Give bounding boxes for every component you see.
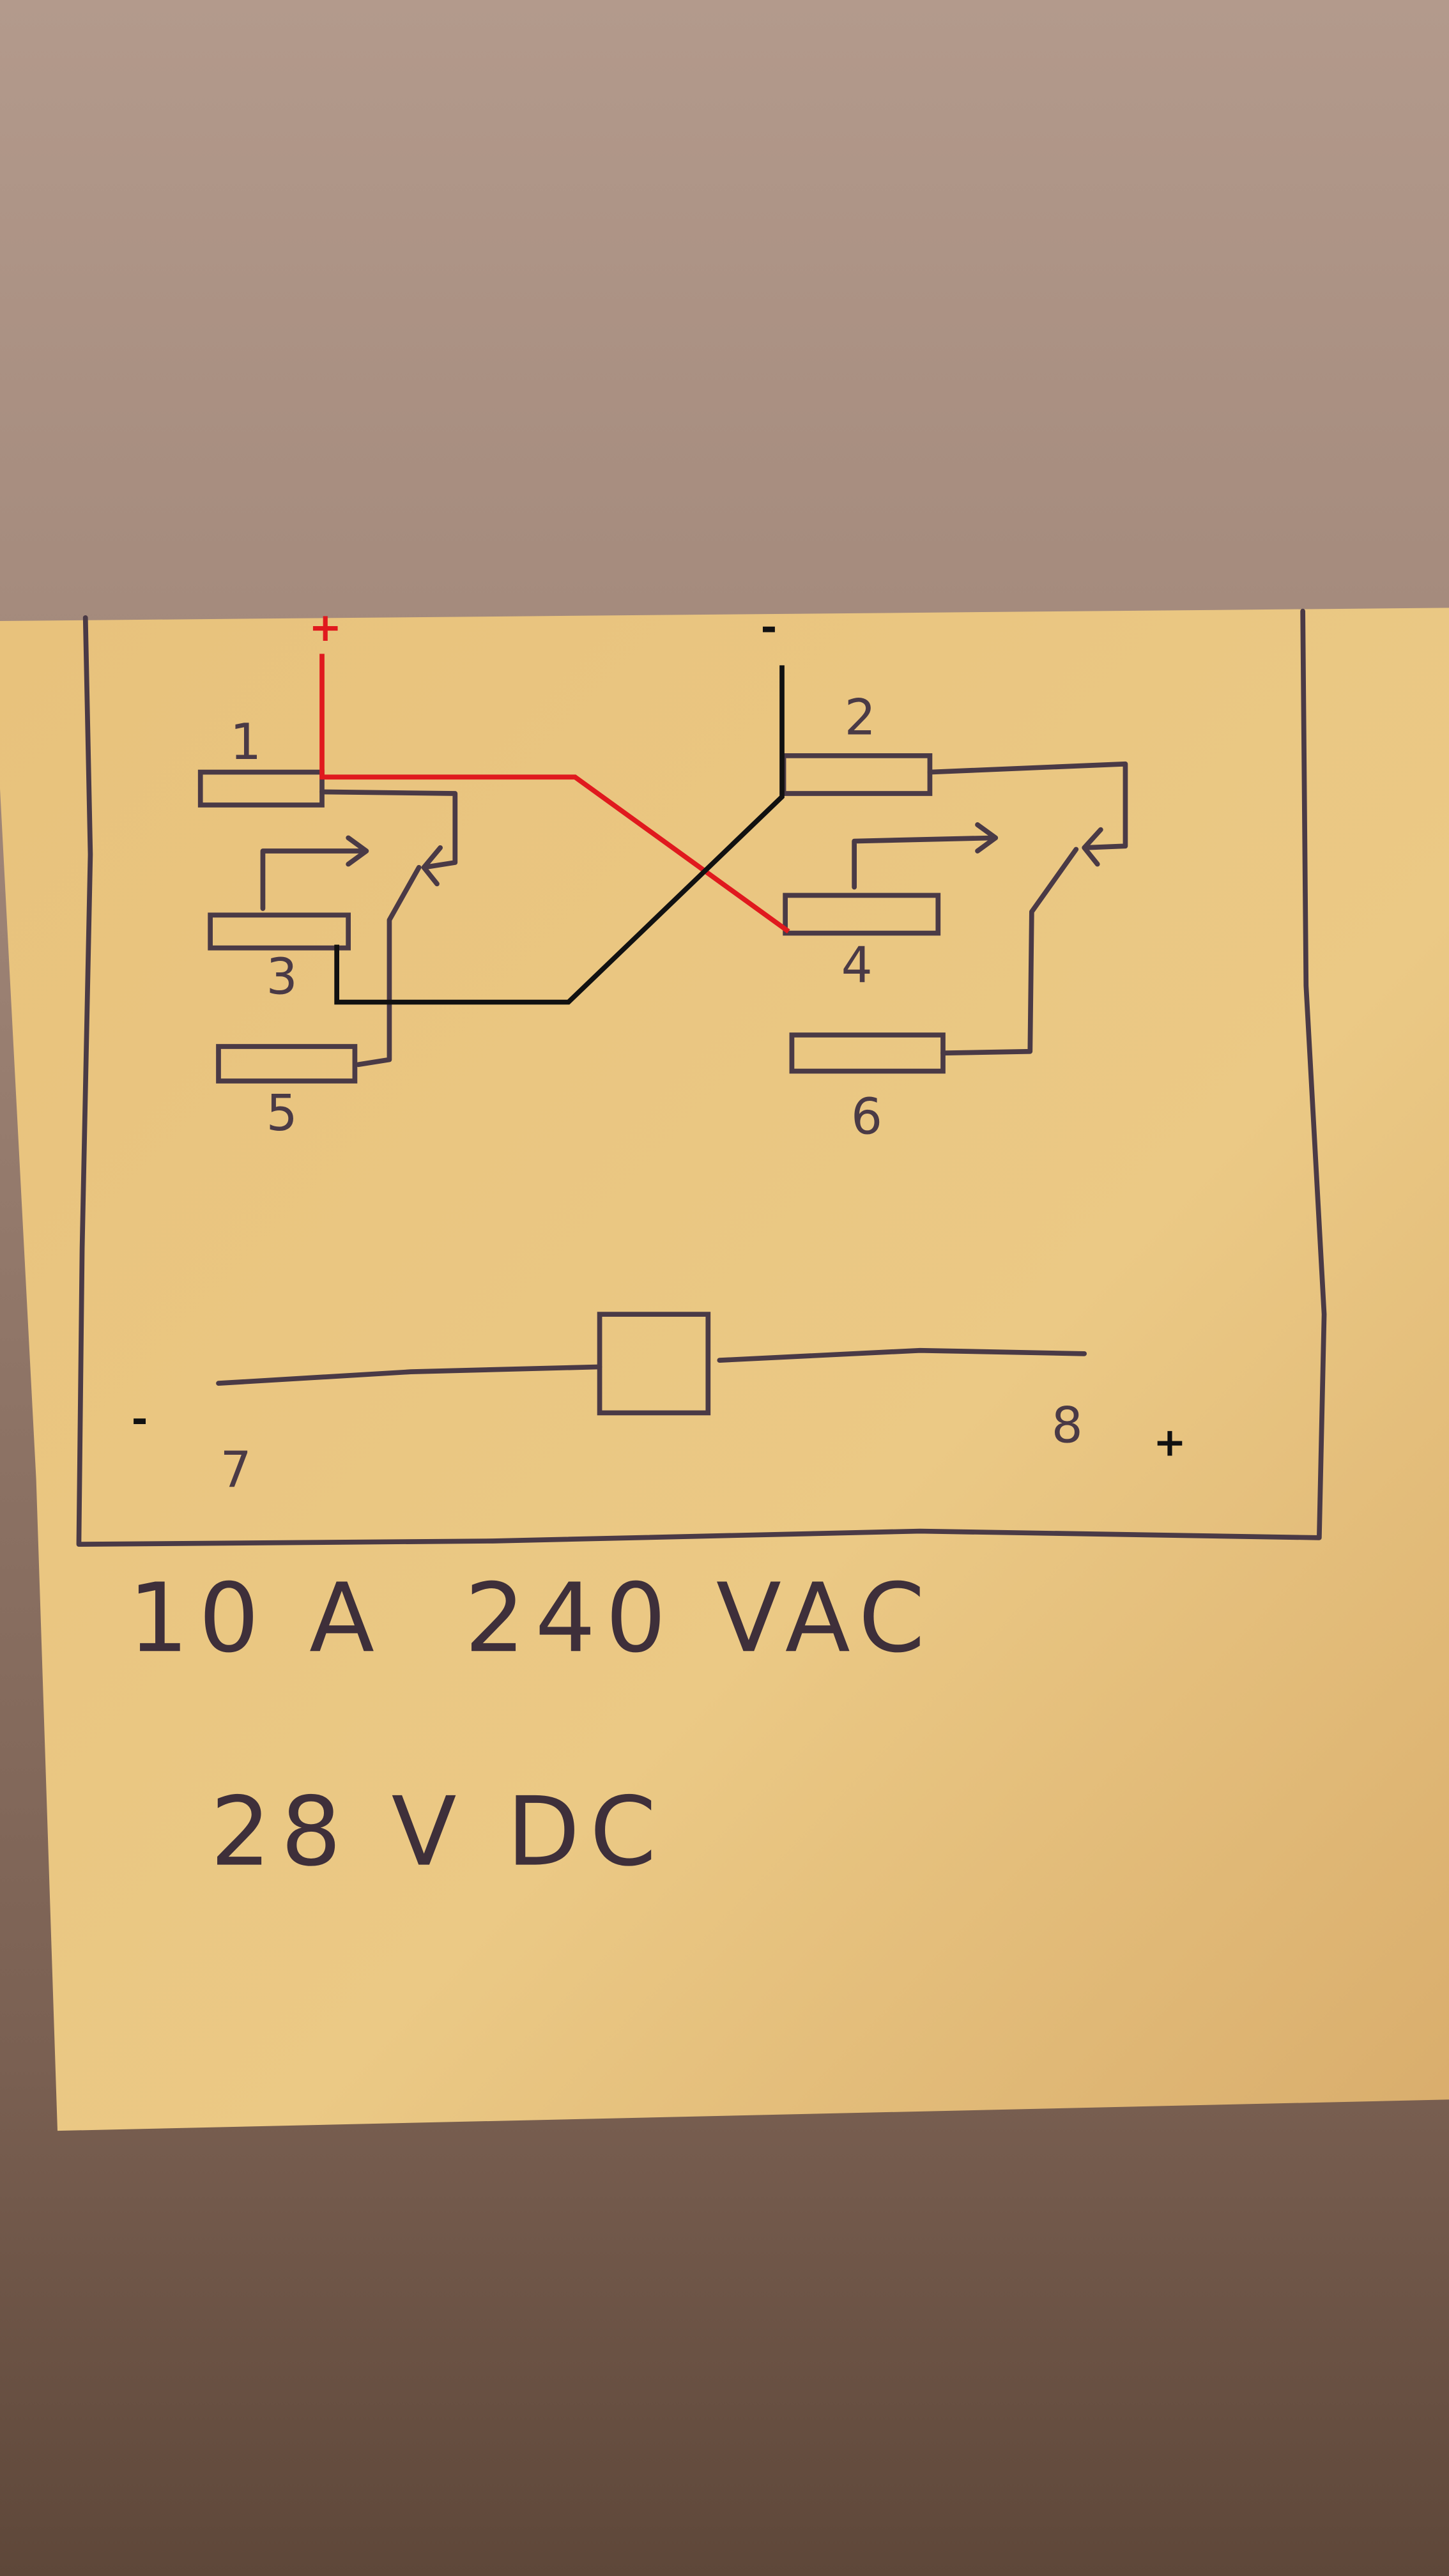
- right-switch-link: [927, 761, 1128, 867]
- pin-5-label: 5: [266, 1085, 298, 1142]
- coil: [597, 1312, 711, 1416]
- pin-1: [197, 769, 325, 808]
- pin-2-label: 2: [845, 689, 876, 746]
- coil-lead-right: [717, 1347, 1087, 1363]
- positive-wire: [319, 654, 790, 934]
- pin-4-label: 4: [841, 937, 873, 995]
- rating-dc: 28 V DC: [210, 1777, 666, 1888]
- coil-positive-sign: +: [1153, 1419, 1186, 1465]
- positive-wire-sign: +: [309, 604, 342, 650]
- pin-3-label: 3: [266, 949, 298, 1006]
- left-switch-link: [319, 789, 458, 887]
- negative-wire: [334, 665, 785, 1005]
- rating-ac: 10 A 240 VAC: [128, 1563, 935, 1674]
- pin-8-label: 8: [1052, 1397, 1083, 1455]
- coil-lead-left: [216, 1364, 602, 1386]
- right-switch-armature: [940, 847, 1079, 1056]
- negative-wire-sign: -: [761, 604, 778, 650]
- right-switch-arrow: [852, 822, 999, 890]
- sticky-note: [0, 608, 1449, 2131]
- pin-1-label: 1: [230, 714, 261, 771]
- left-switch-arrow: [260, 835, 369, 911]
- pin-4: [783, 893, 941, 936]
- pin-7-label: 7: [220, 1441, 252, 1499]
- coil-negative-sign: -: [132, 1396, 148, 1442]
- pin-5: [216, 1044, 358, 1084]
- pin-3: [208, 912, 351, 951]
- pin-6-label: 6: [851, 1088, 882, 1146]
- left-switch-armature: [355, 864, 422, 1068]
- relay-outline: [76, 608, 1327, 1547]
